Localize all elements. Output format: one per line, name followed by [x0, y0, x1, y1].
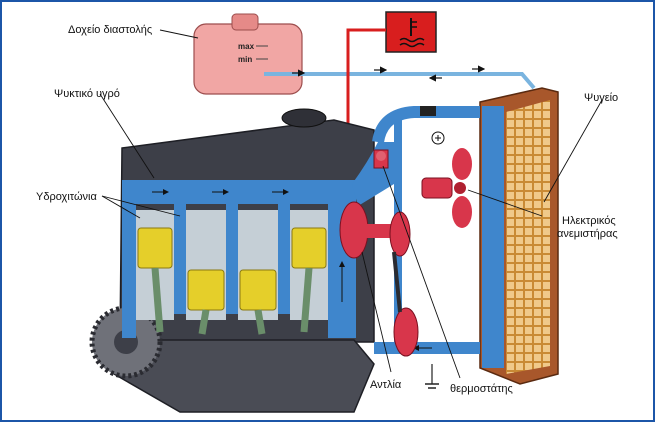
radiator: [479, 87, 559, 385]
leader-lines: [99, 29, 603, 379]
expansion-tank: max min: [193, 13, 303, 95]
ground-icon: [425, 364, 439, 389]
pistons: [137, 227, 327, 335]
label-pump: Αντλία: [370, 379, 402, 391]
label-thermostat: θερμοστάτης: [450, 383, 513, 395]
label-expansion-tank: Δοχείο διαστολής: [68, 24, 152, 36]
label-coolant: Ψυκτικό υγρό: [54, 88, 120, 100]
label-radiator: Ψυγείο: [584, 92, 618, 104]
tank-min-mark: min: [238, 55, 252, 64]
temperature-gauge-icon: [385, 11, 437, 53]
coolant-jackets: [122, 142, 394, 338]
upper-hose: [372, 106, 480, 144]
label-water-jackets: Υδροχιτώνια: [36, 191, 97, 203]
label-electric-fan-line1: Ηλεκτρικός: [562, 215, 616, 227]
flow-arrows: [152, 189, 345, 302]
thermostat-icon: [373, 149, 389, 169]
tank-max-mark: max: [238, 42, 255, 51]
label-electric-fan-line2: ανεμιστήρας: [557, 228, 618, 240]
electric-fan-icon: [421, 131, 477, 333]
water-pump-icon: [339, 201, 419, 357]
overflow-pipe: [264, 72, 536, 90]
sensor-wire: [346, 28, 386, 144]
